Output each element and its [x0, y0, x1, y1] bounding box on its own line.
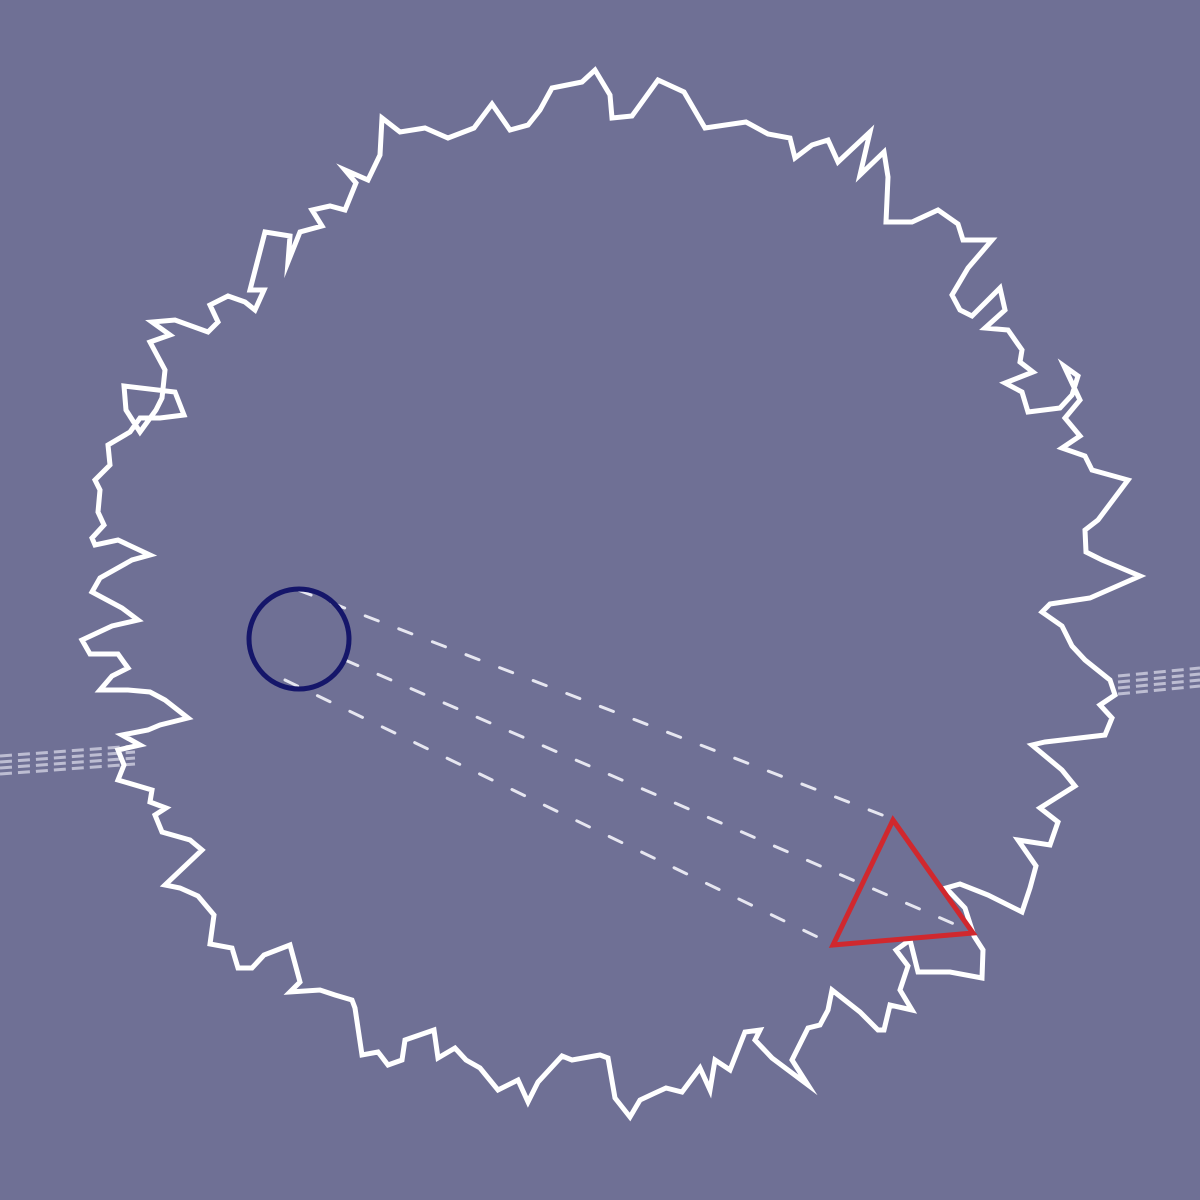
edge-right-dash [1117, 672, 1200, 684]
guide-line-lower [283, 678, 834, 946]
right-edge-dashed-bundle [1117, 666, 1200, 696]
guide-line-middle [343, 658, 970, 932]
edge-right-dash [1117, 684, 1200, 696]
edge-left-dash [0, 750, 136, 764]
left-edge-dashed-bundle [0, 744, 136, 776]
blue-circle [246, 586, 352, 692]
edge-left-dash [0, 756, 136, 770]
guide-lines [283, 588, 970, 946]
edge-right-dash [1117, 666, 1200, 678]
edge-left-dash [0, 744, 136, 758]
edge-left-dash [0, 762, 136, 776]
red-triangle [828, 815, 978, 948]
jagged-boundary-outline [78, 66, 1147, 1122]
edge-right-dash [1117, 678, 1200, 690]
